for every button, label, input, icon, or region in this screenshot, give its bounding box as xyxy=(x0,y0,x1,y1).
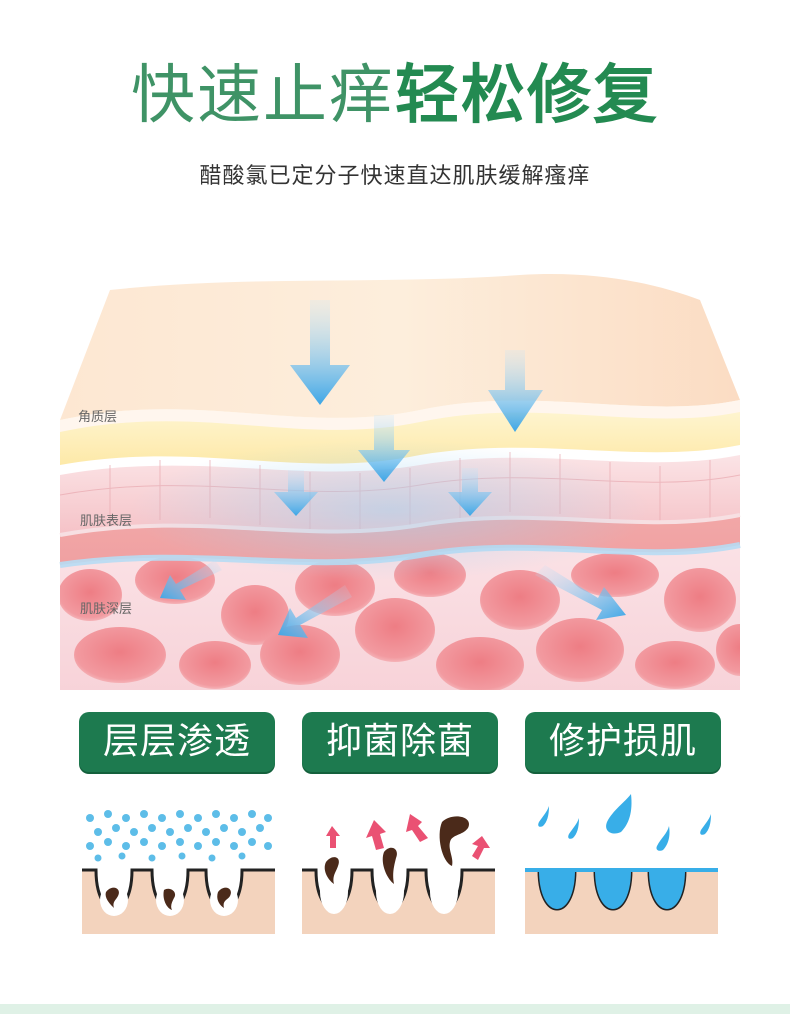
arrow-down-icon xyxy=(488,350,543,432)
water-drop-icon xyxy=(538,794,711,851)
repair-illustration xyxy=(525,792,718,934)
layer-label-epidermis: 肌肤表层 xyxy=(80,514,133,529)
panel-penetration xyxy=(82,792,275,934)
arrow-down-icon xyxy=(358,415,410,482)
arrow-down-icon xyxy=(290,300,350,405)
penetration-illustration xyxy=(82,792,275,934)
page-subtitle: 醋酸氯已定分子快速直达肌肤缓解瘙痒 xyxy=(199,164,591,189)
arrow-down-left-icon xyxy=(278,585,352,638)
badge-repair: 修护损肌 xyxy=(525,712,721,772)
arrow-up-icon xyxy=(326,814,490,860)
arrow-down-icon xyxy=(274,470,318,516)
arrow-down-icon xyxy=(448,468,492,516)
layer-label-deep-skin: 肌肤深层 xyxy=(80,602,133,617)
skin-layers-illustration xyxy=(59,274,741,690)
penetration-arrows xyxy=(160,300,626,638)
bacteria-icon xyxy=(105,887,231,910)
arrow-down-left-icon xyxy=(160,560,222,600)
antibacterial-illustration xyxy=(302,792,495,934)
badge-penetration: 层层渗透 xyxy=(79,712,275,772)
layer-label-stratum-corneum: 角质层 xyxy=(78,410,118,425)
bottom-decoration-bar xyxy=(0,1004,790,1014)
penetration-dots xyxy=(86,810,272,862)
bacteria-icon xyxy=(324,816,470,884)
penetration-mist xyxy=(130,440,650,580)
page-title: 快速止痒轻松修复 xyxy=(0,56,790,136)
panel-repair xyxy=(525,792,718,934)
stratum-corneum-layer xyxy=(60,274,740,432)
badge-antibacterial: 抑菌除菌 xyxy=(302,712,498,772)
arrow-down-right-icon xyxy=(535,565,626,620)
skin-cells xyxy=(60,553,740,690)
title-light: 快速止痒 xyxy=(131,59,395,133)
title-bold: 轻松修复 xyxy=(395,59,659,133)
panel-antibacterial xyxy=(302,792,495,934)
